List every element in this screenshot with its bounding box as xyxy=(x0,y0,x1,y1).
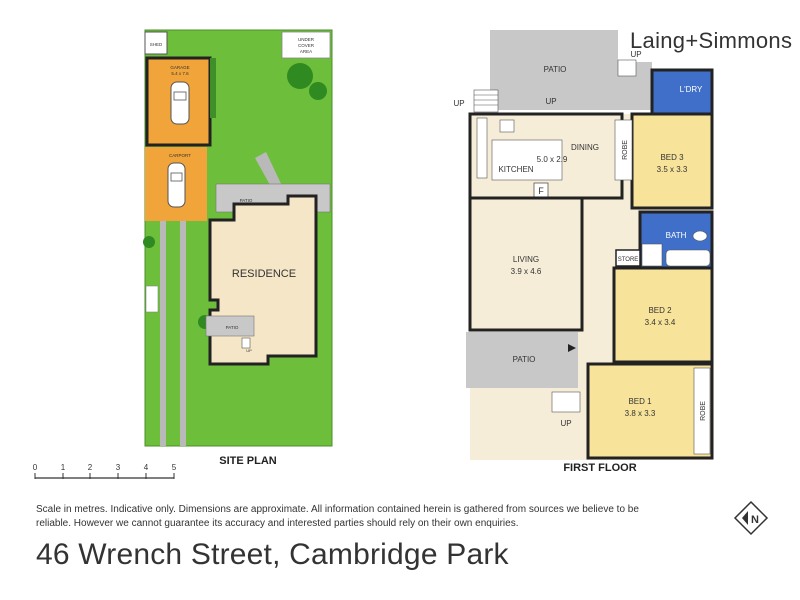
compass-letter: N xyxy=(751,514,759,526)
scale-tick-2: 2 xyxy=(88,463,93,472)
bed3-size: 3.5 x 3.3 xyxy=(657,165,688,174)
residence-label: RESIDENCE xyxy=(232,268,296,280)
bed1-size: 3.8 x 3.3 xyxy=(625,409,656,418)
driveway-strip xyxy=(160,221,166,446)
steps-bottom xyxy=(551,391,581,413)
hedge xyxy=(210,58,216,118)
scale-tick-1: 1 xyxy=(61,463,66,472)
kitchen-label: KITCHEN xyxy=(498,165,533,174)
patio-bottom xyxy=(205,315,255,337)
bath-label: BATH xyxy=(666,231,687,240)
under-cover-area xyxy=(281,31,331,59)
disclaimer-text: Scale in metres. Indicative only. Dimens… xyxy=(36,504,639,529)
room-bed2 xyxy=(612,266,714,364)
bed1-robe-label: ROBE xyxy=(700,401,707,421)
shower xyxy=(641,243,663,267)
kitchen-dining-size: 5.0 x 2.9 xyxy=(537,155,568,164)
patio-bottom-floor xyxy=(466,332,578,388)
dining-label: DINING xyxy=(571,143,599,152)
entry-arrow-icon xyxy=(568,344,576,352)
floor-patio-bottom-label: PATIO xyxy=(513,355,536,364)
garden-path xyxy=(255,152,284,194)
bed2-size: 3.4 x 3.4 xyxy=(645,318,676,327)
bed3-label: BED 3 xyxy=(660,153,684,162)
cooktop-icon xyxy=(499,119,515,133)
bed1-label: BED 1 xyxy=(628,397,652,406)
room-laundry xyxy=(650,68,714,116)
scale-tick-5: 5 xyxy=(172,463,177,472)
room-store xyxy=(615,249,641,267)
steps-left xyxy=(473,89,499,113)
tree-icon xyxy=(287,63,313,89)
store-label: STORE xyxy=(618,257,639,263)
site-plan: SHED UNDER COVER AREA GARAGE 5.4 x 7.6 C… xyxy=(33,29,333,479)
fridge-label: F xyxy=(538,186,544,196)
living-label: LIVING xyxy=(513,255,539,264)
scale-tick-0: 0 xyxy=(33,463,38,472)
driveway-strip-2 xyxy=(180,221,186,446)
car-icon-2 xyxy=(167,162,186,208)
patio-top-label: PATIO xyxy=(240,198,253,203)
kitchen-island xyxy=(491,139,563,181)
bed2-label: BED 2 xyxy=(648,306,672,315)
floor-up-label-mid: UP xyxy=(545,97,556,106)
shed xyxy=(144,31,168,55)
living-size: 3.9 x 4.6 xyxy=(511,267,542,276)
site-up-label: UP xyxy=(246,348,252,353)
scale-bar: 0 1 2 3 4 5 xyxy=(33,463,177,479)
toilet xyxy=(692,230,708,242)
brand-logo: Laing+Simmons xyxy=(630,28,793,53)
property-address: 46 Wrench Street, Cambridge Park xyxy=(36,538,509,571)
tree-icon-2 xyxy=(309,82,327,100)
floor-patio-top-label: PATIO xyxy=(544,65,567,74)
site-plan-title: SITE PLAN xyxy=(219,455,277,467)
robe-bed1 xyxy=(693,367,711,455)
steps-top xyxy=(617,59,637,77)
bed3-robe-label: ROBE xyxy=(622,140,629,160)
carport-label: CARPORT xyxy=(169,153,191,158)
garage-label: GARAGE xyxy=(170,65,189,70)
car-icon xyxy=(170,81,190,125)
residence xyxy=(208,194,318,366)
scale-tick-4: 4 xyxy=(144,463,149,472)
tree-icon-3 xyxy=(143,236,155,248)
room-bed3 xyxy=(630,112,714,210)
room-bed1 xyxy=(586,362,714,460)
floor-plan-title: FIRST FLOOR xyxy=(563,462,636,474)
laundry-label: L'DRY xyxy=(680,85,703,94)
patio-bottom-label: PATIO xyxy=(226,325,239,330)
room-living xyxy=(468,196,584,332)
bathtub xyxy=(665,249,711,267)
letterbox xyxy=(145,285,159,313)
floor-up-label-top: UP xyxy=(630,50,641,59)
robe-bed3 xyxy=(614,119,633,181)
garage-size: 5.4 x 7.6 xyxy=(171,71,189,76)
north-compass-icon: N xyxy=(733,500,769,536)
kitchen-bench xyxy=(476,117,488,179)
floor-plan: PATIO UP UP UP F DINING 5.0 x 2.9 KITCHE… xyxy=(453,30,714,474)
patio-top-floor xyxy=(490,30,618,110)
under-cover-label-1: UNDER xyxy=(298,37,315,42)
under-cover-label-3: AREA xyxy=(300,49,312,54)
floor-up-label-bottom: UP xyxy=(560,419,571,428)
shed-label: SHED xyxy=(150,42,163,47)
floor-up-label-left: UP xyxy=(453,99,464,108)
under-cover-label-2: COVER xyxy=(298,43,315,48)
steps xyxy=(241,337,251,349)
scale-tick-3: 3 xyxy=(116,463,121,472)
